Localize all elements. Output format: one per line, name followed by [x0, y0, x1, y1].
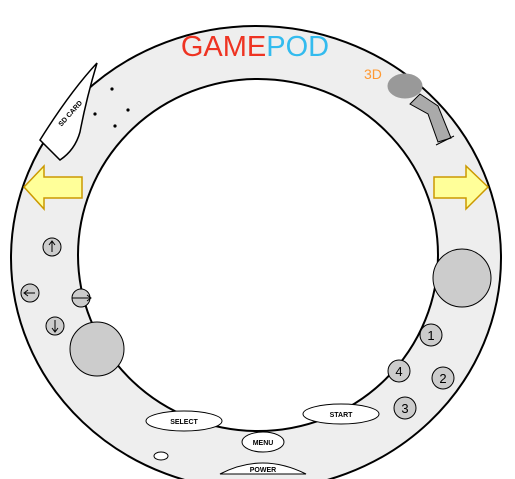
- arrow-right-icon: [72, 294, 92, 302]
- indicator-light: [153, 451, 169, 461]
- menu-button[interactable]: MENU: [241, 431, 285, 453]
- three-d-label: 3D: [364, 66, 382, 82]
- face-button-1[interactable]: 1: [419, 323, 443, 347]
- menu-label: MENU: [253, 440, 274, 447]
- dpad-right-button[interactable]: [71, 288, 92, 308]
- arrow-up-icon: [48, 240, 56, 252]
- start-label: START: [330, 412, 354, 419]
- right-arrow-button[interactable]: [433, 164, 490, 211]
- screen: [77, 78, 439, 432]
- arrow-left-icon: [23, 289, 35, 297]
- three-d-stick-track: [409, 93, 452, 143]
- right-analog-stick[interactable]: [432, 248, 492, 308]
- indicator-dot: [110, 87, 114, 91]
- face-button-3[interactable]: 3: [393, 396, 417, 420]
- face-button-2[interactable]: 2: [431, 366, 455, 390]
- sd-card-slot[interactable]: [39, 62, 98, 161]
- three-d-stick-base: [435, 135, 455, 146]
- face-button-2-label: 2: [439, 371, 446, 386]
- face-button-3-label: 3: [401, 401, 408, 416]
- dpad-left-button[interactable]: [20, 283, 40, 303]
- face-button-4-label: 4: [395, 364, 402, 379]
- power-button[interactable]: POWER: [219, 462, 307, 475]
- three-d-stick[interactable]: [387, 73, 423, 99]
- power-label: POWER: [250, 467, 276, 474]
- brand-game: GAME: [181, 31, 266, 63]
- face-button-4[interactable]: 4: [387, 359, 411, 383]
- indicator-dot: [93, 112, 97, 116]
- indicator-dot: [126, 108, 130, 112]
- indicator-dot: [113, 124, 117, 128]
- arrow-down-icon: [51, 320, 59, 333]
- face-button-1-label: 1: [427, 328, 434, 343]
- dpad-up-button[interactable]: [42, 237, 62, 257]
- left-arrow-button[interactable]: [22, 164, 83, 211]
- left-analog-stick[interactable]: [69, 321, 125, 377]
- brand-title: GAMEPOD: [181, 31, 329, 63]
- select-button[interactable]: SELECT: [145, 410, 223, 432]
- brand-pod: POD: [266, 31, 329, 63]
- select-label: SELECT: [170, 419, 198, 426]
- start-button[interactable]: START: [302, 403, 380, 425]
- dpad-down-button[interactable]: [45, 316, 65, 336]
